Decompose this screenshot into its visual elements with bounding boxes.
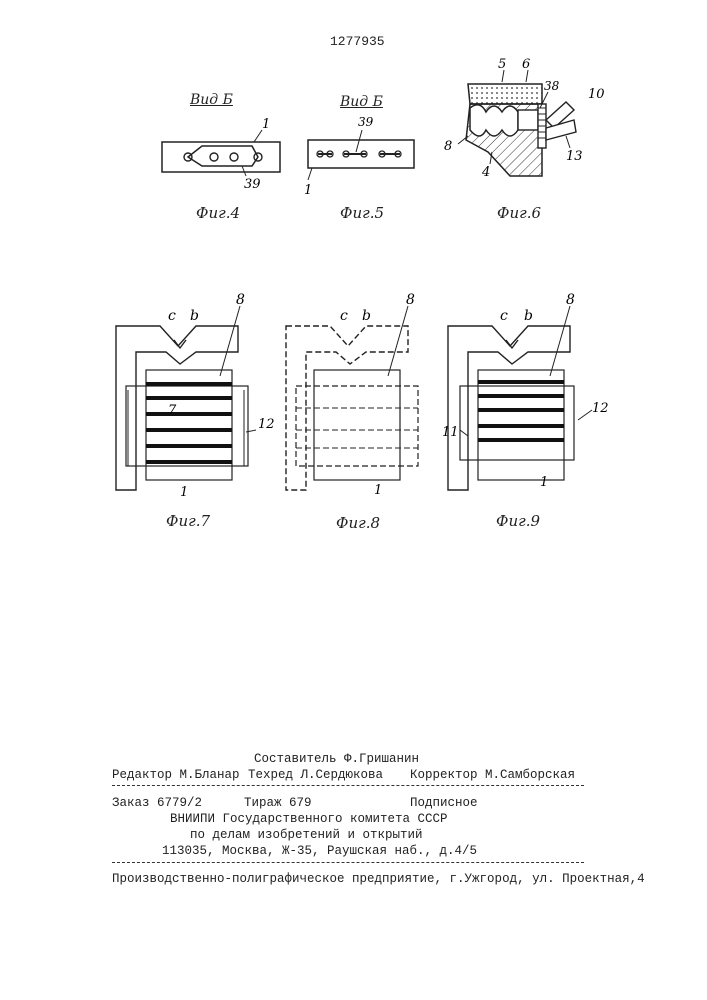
fig6-layer-5-6 bbox=[468, 84, 542, 104]
corrector-line: Корректор М.Самборская bbox=[410, 768, 575, 782]
compiler-line: Составитель Ф.Гришанин bbox=[254, 752, 419, 766]
fig9-label-b: b bbox=[524, 308, 533, 324]
fig4-label-1: 1 bbox=[262, 117, 270, 132]
patent-number: 1277935 bbox=[330, 34, 385, 49]
editor-line: Редактор М.Бланар bbox=[112, 768, 240, 782]
fig5-caption: Фиг.5 bbox=[340, 204, 384, 222]
fig5-drawing: 39 1 bbox=[300, 110, 420, 200]
divider bbox=[112, 862, 584, 863]
fig7-label-1: 1 bbox=[180, 485, 188, 500]
fig6-caption: Фиг.6 bbox=[497, 204, 541, 222]
fig6-label-8: 8 bbox=[444, 139, 452, 154]
fig7-drawing: c b 8 7 12 1 bbox=[110, 290, 280, 500]
fig5-leader bbox=[356, 130, 362, 152]
fig9-label-11: 11 bbox=[442, 425, 459, 440]
fig7-label-c: c bbox=[168, 308, 176, 324]
fig5-label-1: 1 bbox=[304, 183, 312, 198]
fig4-bracket bbox=[188, 146, 258, 166]
fig4-view-label: Вид Б bbox=[190, 92, 233, 108]
fig8-label-1: 1 bbox=[374, 483, 382, 498]
circulation: Тираж 679 bbox=[244, 796, 312, 810]
fig7-frame bbox=[116, 326, 238, 490]
fig7-label-7: 7 bbox=[168, 403, 177, 418]
fig9-label-8: 8 bbox=[566, 292, 575, 308]
fig4-label-39: 39 bbox=[244, 177, 261, 190]
fig8-label-8: 8 bbox=[406, 292, 415, 308]
fig9-label-c: c bbox=[500, 308, 508, 324]
printer-line: Производственно-полиграфическое предприя… bbox=[112, 872, 645, 886]
fig6-label-4: 4 bbox=[481, 165, 490, 180]
fig5-leader bbox=[308, 168, 312, 180]
fig6-cavities bbox=[470, 105, 518, 136]
fig4-hole bbox=[230, 153, 238, 161]
fig7-label-b: b bbox=[190, 308, 199, 324]
fig7-label-12: 12 bbox=[258, 417, 275, 432]
fig5-view-label: Вид Б bbox=[340, 94, 383, 110]
fig4-drawing: 1 39 bbox=[150, 110, 290, 190]
fig6-label-13: 13 bbox=[566, 149, 583, 164]
fig9-drawing: c b 8 11 12 1 bbox=[442, 290, 612, 500]
order-number: Заказ 6779/2 bbox=[112, 796, 202, 810]
fig6-insert-38 bbox=[518, 110, 538, 130]
subscription: Подписное bbox=[410, 796, 478, 810]
fig8-caption: Фиг.8 bbox=[336, 514, 380, 532]
fig4-leader bbox=[254, 130, 262, 142]
divider bbox=[112, 785, 584, 786]
publisher-line-2: по делам изобретений и открытий bbox=[190, 828, 423, 842]
fig4-caption: Фиг.4 bbox=[196, 204, 240, 222]
fig8-label-c: c bbox=[340, 308, 348, 324]
fig4-hole bbox=[210, 153, 218, 161]
fig6-label-10: 10 bbox=[588, 87, 605, 102]
fig6-label-38: 38 bbox=[544, 79, 560, 93]
fig6-label-5: 5 bbox=[498, 57, 506, 72]
fig7-label-8: 8 bbox=[236, 292, 245, 308]
fig6-label-6: 6 bbox=[522, 57, 530, 72]
publisher-line-3: 113035, Москва, Ж-35, Раушская наб., д.4… bbox=[162, 844, 477, 858]
fig9-label-1: 1 bbox=[540, 475, 548, 490]
fig4-leader bbox=[242, 166, 246, 176]
fig5-label-39: 39 bbox=[358, 115, 374, 129]
fig8-label-b: b bbox=[362, 308, 371, 324]
fig7-caption: Фиг.7 bbox=[166, 512, 210, 530]
fig6-drawing: 5 6 38 10 8 13 4 bbox=[440, 56, 610, 206]
fig8-drawing: c b 8 1 bbox=[278, 290, 448, 500]
fig9-caption: Фиг.9 bbox=[496, 512, 540, 530]
publisher-line-1: ВНИИПИ Государственного комитета СССР bbox=[170, 812, 448, 826]
techred-line: Техред Л.Сердюкова bbox=[248, 768, 383, 782]
fig9-label-12: 12 bbox=[592, 401, 609, 416]
